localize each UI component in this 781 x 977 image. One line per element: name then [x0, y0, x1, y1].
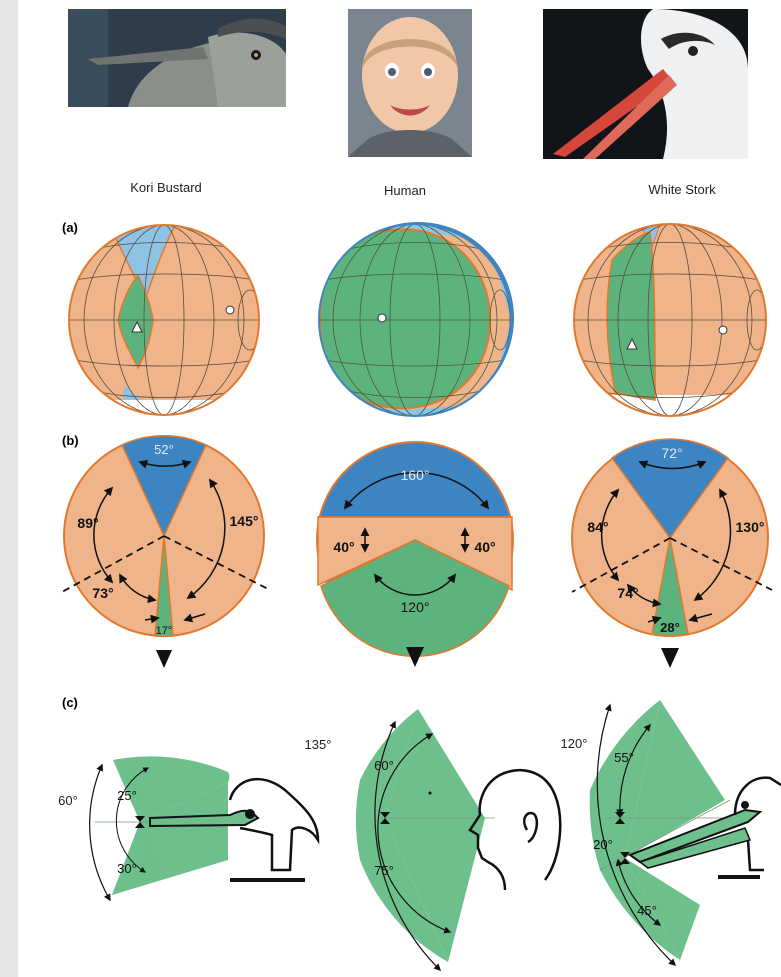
stork-binocular-label: 28°	[660, 620, 680, 635]
stork-right-label: 130°	[736, 519, 765, 535]
stork-globe	[574, 224, 767, 420]
panel-label-a: (a)	[62, 220, 78, 235]
kori-vertical-field: 60° 25° 30°	[58, 756, 318, 900]
kori-up-label: 25°	[117, 788, 137, 803]
stork-up-label: 55°	[614, 750, 634, 765]
human-total-label: 135°	[305, 737, 332, 752]
stork-left-label: 84°	[587, 519, 608, 535]
kori-right-label: 145°	[230, 513, 259, 529]
stork-mid-label: 20°	[593, 837, 613, 852]
kori-blind-label: 52°	[154, 442, 174, 457]
kori-globe	[69, 225, 262, 420]
panel-label-b: (b)	[62, 433, 79, 448]
panel-label-c: (c)	[62, 695, 78, 710]
stork-total-label: 120°	[561, 736, 588, 751]
human-sector-diagram: 160° 40° 40° 120°	[317, 442, 513, 667]
human-blind-label: 160°	[401, 467, 430, 483]
kori-total-label: 60°	[58, 793, 78, 808]
human-down-label: 75°	[374, 863, 394, 878]
human-binocular-label: 120°	[401, 599, 430, 615]
stork-sector-diagram: 72° 84° 130° 74° 28°	[572, 439, 772, 668]
stork-blind-label: 72°	[661, 445, 682, 461]
human-left-label: 40°	[333, 539, 354, 555]
stork-down-label: 45°	[637, 903, 657, 918]
kori-down-label: 30°	[117, 861, 137, 876]
human-up-label: 60°	[374, 758, 394, 773]
kori-left-label: 89°	[77, 515, 98, 531]
kori-low-label: 73°	[92, 585, 113, 601]
human-vertical-field: 135° 60° 75°	[305, 709, 561, 970]
stork-vertical-field: 120° 55° 20° 45°	[561, 700, 781, 965]
kori-sector-diagram: 52° 89° 145° 73° 17°	[62, 436, 270, 668]
human-right-label: 40°	[474, 539, 495, 555]
kori-binocular-label: 17°	[156, 625, 173, 637]
human-globe	[319, 222, 514, 416]
stork-low-label: 74°	[617, 585, 638, 601]
